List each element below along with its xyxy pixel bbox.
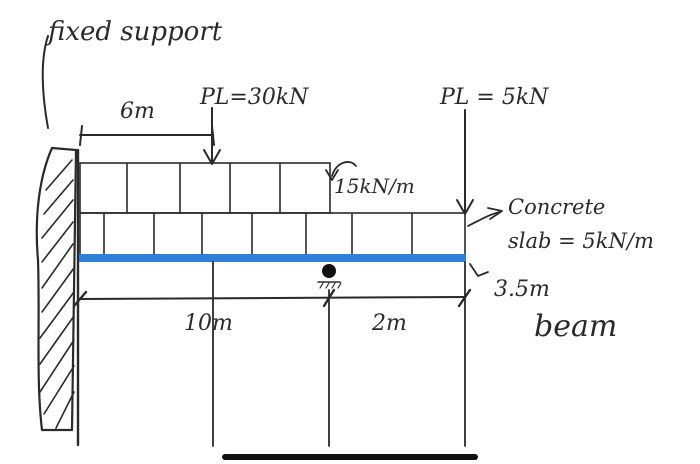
vertical-guide-lines	[212, 261, 466, 447]
span-dimension: 10m 2m	[72, 288, 472, 336]
slab-annotation: Concrete slab = 5kN/m	[467, 195, 654, 253]
fixed-support-leader	[41, 35, 49, 129]
upper-load-blocks	[79, 162, 331, 214]
point-load-2: PL = 5kN	[439, 85, 549, 215]
hatched-wall-icon	[35, 146, 80, 447]
beam-annotation: 3.5m beam	[469, 263, 617, 344]
dimension-6m: 6m	[79, 99, 215, 146]
point-load-1: PL=30kN	[199, 85, 309, 165]
slab-label: slab = 5kN/m	[508, 229, 654, 253]
home-indicator[interactable]	[222, 454, 478, 460]
concrete-label: Concrete	[508, 195, 605, 219]
dimension-6m-label: 6m	[120, 99, 155, 124]
udl-upper-annotation: 15kN/m	[325, 161, 415, 198]
span-10m-label: 10m	[184, 311, 233, 336]
udl-upper-label: 15kN/m	[334, 174, 415, 198]
point-load-1-label: PL=30kN	[199, 85, 309, 110]
point-load-2-label: PL = 5kN	[439, 85, 549, 110]
fixed-support-label: fixed support	[46, 17, 223, 47]
beam-length-label: 3.5m	[494, 277, 550, 302]
roller-support-icon	[317, 264, 342, 289]
beam-bar	[79, 254, 466, 262]
beam-label: beam	[534, 309, 617, 344]
span-2m-label: 2m	[371, 311, 407, 336]
slab-blocks	[79, 212, 466, 256]
